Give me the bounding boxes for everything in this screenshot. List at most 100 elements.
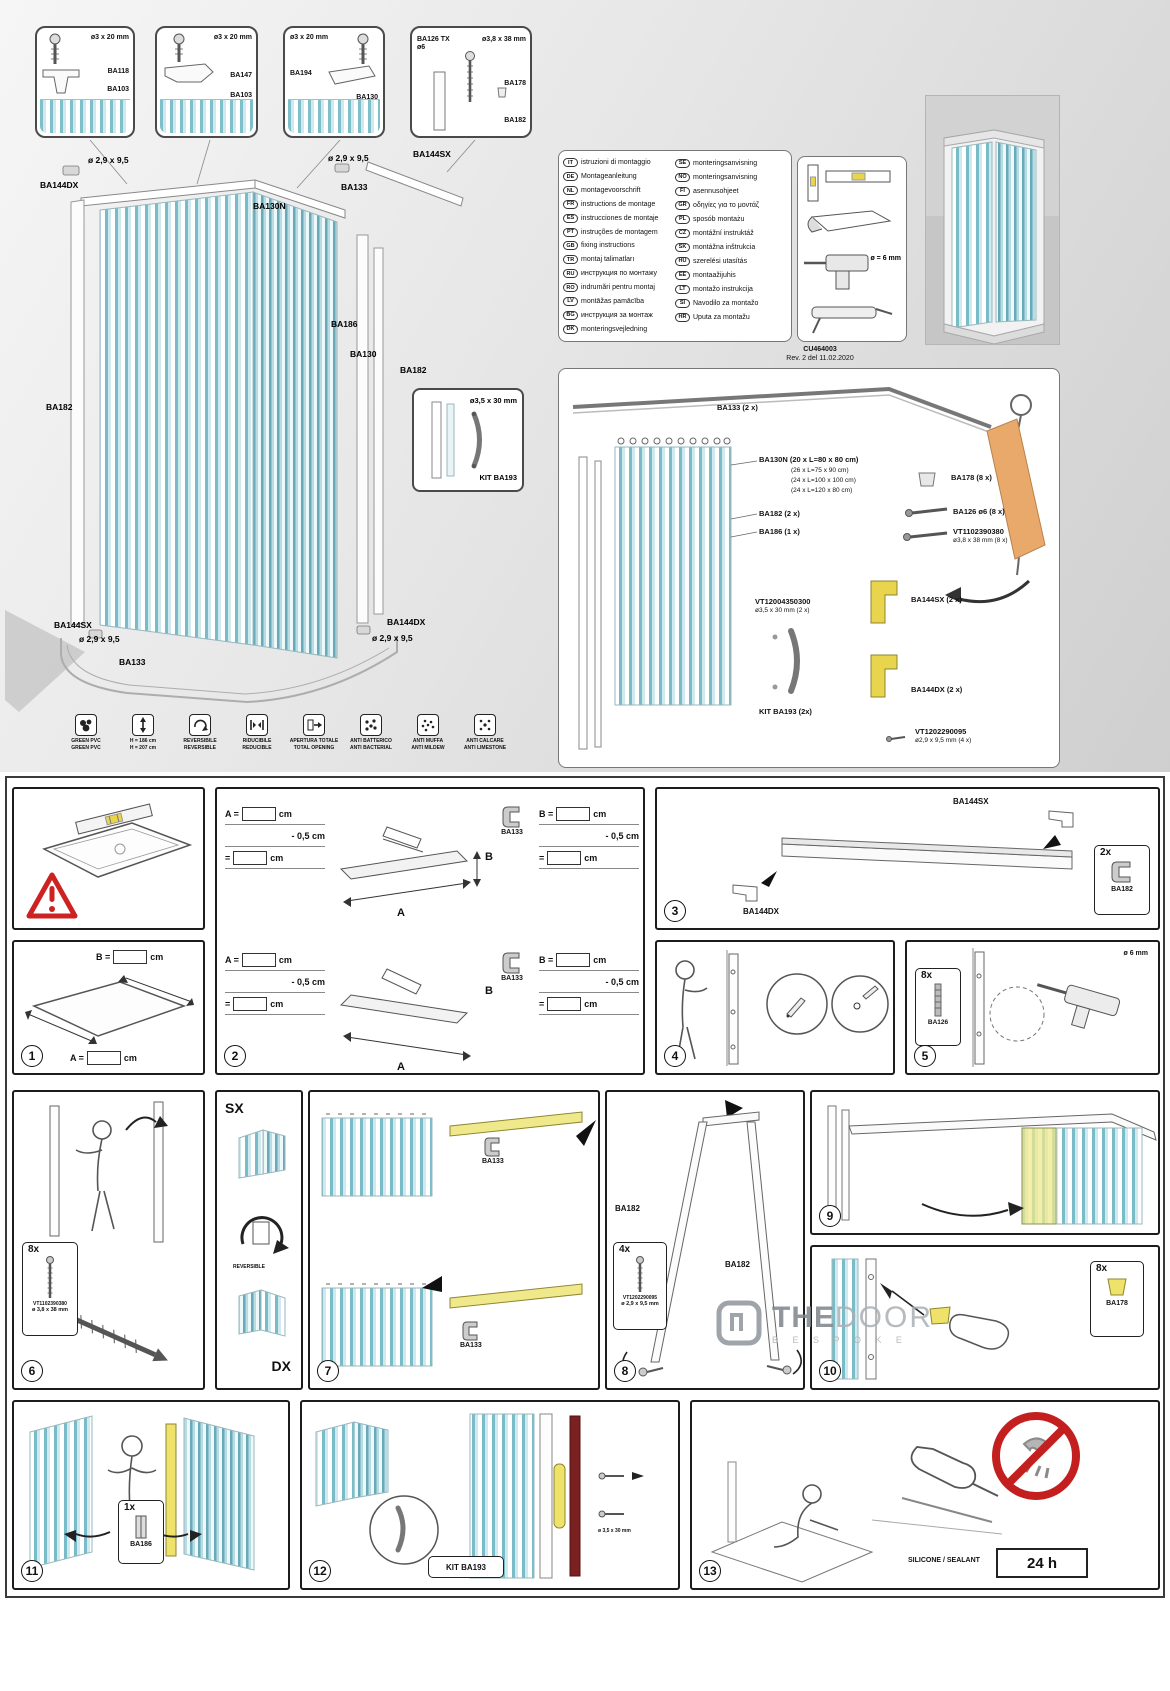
equals-label: = [225,998,231,1009]
step-6-screw-wall-profiles: 8x VT1102390380 ø 3,8 x 38 mm 6 [12,1090,205,1390]
language-code-badge: DK [563,324,578,334]
tray-level-illustration [42,803,193,878]
part-vt1200-code: VT12004350300 [755,597,811,606]
watermark-bespoke: B E S P O K E [772,1335,908,1345]
step-number: 12 [309,1560,331,1582]
part-label: BA147 [230,72,252,79]
screw-fitting-icon [42,33,80,94]
feature-green-pvc: GREEN PVC GREEN PVC [58,714,114,752]
kit-size-label: ø3,5 x 30 mm [469,396,517,405]
mark-holes-illustration [675,950,889,1066]
drill-diameter-label: ø = 6 mm [870,255,901,262]
tools-box: ø = 6 mm [797,156,907,342]
silicone-illustration [710,1446,1003,1583]
dim-unit: cm [593,808,607,819]
feature-label: TOTAL OPENING [293,744,335,751]
feature-label: H = 186 cm [129,738,157,744]
qty-box-vt1202: 4x VT1202290095 ø 2,9 x 9,5 mm [613,1242,667,1330]
dim-table-b-top: B =cm - 0,5 cm =cm [539,803,639,869]
shower-enclosure-photo [926,96,1059,344]
callout-ba144sx: BA144SX [413,149,451,159]
reducible-icon [246,714,268,736]
feature-total-opening: APERTURA TOTALE TOTAL OPENING [286,714,342,752]
ba182-label: BA182 [615,1204,640,1213]
step-number: 10 [819,1360,841,1382]
step-number: 13 [699,1560,721,1582]
exploded-diagram [5,140,476,712]
step-number: 2 [224,1045,246,1067]
step-1-check-level [12,787,205,930]
language-text: инструкция за монтаж [581,311,653,319]
c-profile-icon [462,1321,478,1341]
callout-ba144dx: BA144DX [387,617,426,627]
product-photo [925,95,1060,345]
feature-anti-bacterial: ANTI BATTERICO ANTI BACTERIAL [343,714,399,752]
dim-unit: cm [584,998,598,1009]
step-13-seal-silicone: SILICONE / SEALANT 24 h 13 [690,1400,1160,1590]
feature-label: ANTI LIMESTONE [463,744,507,751]
dimension-blank [556,952,591,967]
ba144dx-label: BA144DX [743,907,780,916]
part-ba126-label: BA126 ø6 (8 x) [953,507,1005,516]
dimension-blank [233,850,268,865]
drill-illustration [972,948,1121,1067]
doc-code-text: CU464003 [803,346,837,353]
part-vt1102-code: VT1102390380 [953,527,1004,536]
language-code-badge: GB [563,241,578,251]
dim-unit: cm [278,808,292,819]
kit-ba193-label-box: KIT BA193 [428,1556,504,1578]
part-vt1200-size: ø3,5 x 30 mm (2 x) [755,607,810,614]
step-number: 8 [614,1360,636,1382]
step-number: 1 [21,1045,43,1067]
brand-watermark: THEDOOR B E S P O K E [716,1300,933,1346]
step-12-fit-handles: KIT BA193 ø 3,5 x 30 mm 12 [300,1400,680,1590]
dim-letter-b: B [485,851,493,863]
language-text: инструкция по монтажу [581,270,657,278]
callout-ba130n: BA130N [253,201,286,211]
language-text: Navodilo za montažo [693,299,759,307]
part-ba144dx-label: BA144DX (2 x) [911,685,963,694]
no-shower-icon [990,1410,1082,1502]
quantity-label: 2x [1100,847,1112,858]
step-number: 7 [317,1360,339,1382]
language-code-badge: SI [675,298,690,308]
vt1202-size: ø 2,9 x 9,5 mm [621,1301,659,1307]
language-code-badge: NL [563,186,578,196]
language-text: Montageanleitung [581,173,637,181]
document-code: CU464003 Rev. 2 del 11.02.2020 [735,345,905,364]
language-code-badge: TR [563,255,578,265]
dx-label: DX [271,1358,291,1374]
dim-unit: cm [270,852,284,863]
thedoor-logo-icon [716,1300,762,1346]
quantity-label: 8x [28,1244,40,1255]
vt1202-code: VT1202290095 [622,1295,658,1301]
dim-unit: cm [150,952,164,962]
detail-box-ba126: BA126 TX ø6 ø3,8 x 38 mm BA178 BA182 [410,26,532,138]
quantity-label: 4x [619,1244,631,1255]
detail-box-ba194: ø3 x 20 mm BA194 BA130 [283,26,385,138]
feature-label: ANTI MUFFA [412,738,444,744]
language-text: οδηγίες για το μοντάζ [693,201,759,209]
language-code-badge: SK [675,242,690,252]
part-label: BA194 [290,70,312,77]
language-text: indrumări pentru montaj [581,284,655,292]
drill-diameter-label: ø 6 mm [1123,950,1148,957]
part-ba186-label: BA186 (1 x) [759,527,800,536]
rail-curtain-illustration [321,1111,596,1367]
step-7-orientation-strip: SX REVERSIBLE DX [215,1090,303,1390]
callout-ba144sx: BA144SX [54,620,92,630]
language-text: Uputa za montažu [693,313,750,321]
language-text: montāžas pamācība [581,297,645,305]
screw-icon [46,1256,54,1298]
dimension-blank [86,1051,121,1065]
dim-unit: cm [278,954,292,965]
ba182-label: BA182 [725,1260,750,1269]
feature-label: ANTI MILDEW [411,744,445,751]
